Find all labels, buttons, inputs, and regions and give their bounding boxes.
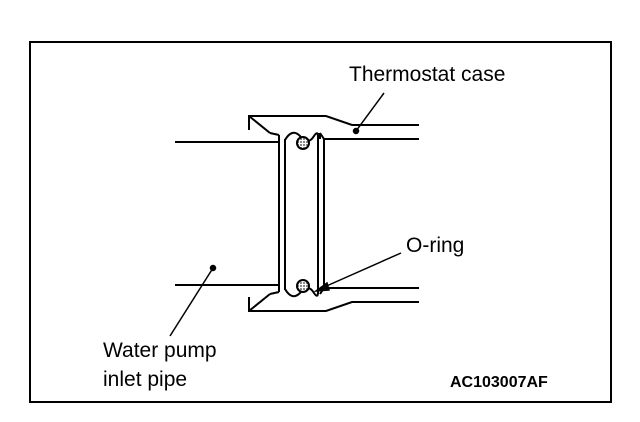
leader-lines [169,92,402,337]
water-pump-inlet-pipe [175,135,286,292]
figure-border [29,41,612,403]
o-ring-top [296,136,310,150]
o-ring-bottom [296,279,310,293]
thermostat-case [248,115,419,312]
o-ring-label: O-ring [406,234,465,257]
figure-id: AC103007AF [450,374,548,391]
water-pump-label-line2: inlet pipe [103,368,188,391]
thermostat-case-label: Thermostat case [349,63,506,86]
o-ring-groove [284,131,319,298]
water-pump-label-line1: Water pump [103,339,217,362]
